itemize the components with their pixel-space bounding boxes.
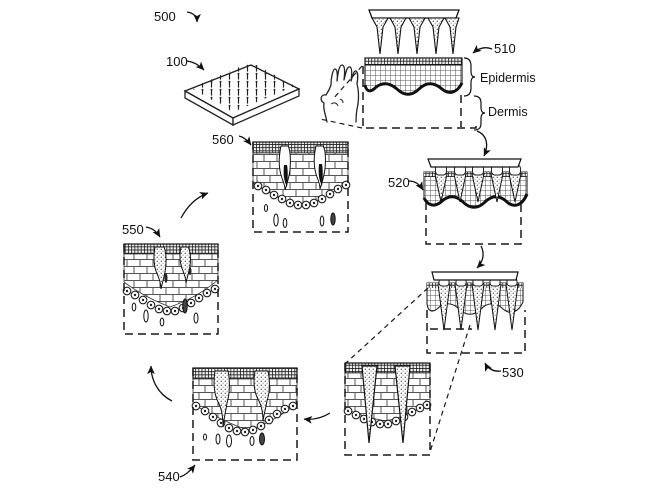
label-560-text: 560 (212, 132, 234, 147)
dermis-brace (473, 95, 486, 131)
dermis-dashed-box (425, 202, 522, 245)
callout-line-left (345, 287, 429, 364)
label-500-text: 500 (154, 9, 176, 24)
microneedle-array-patch-100: 100 (166, 54, 301, 127)
flow-arrow-magnified-540 (303, 412, 331, 424)
label-510-arrow (472, 44, 493, 54)
epidermis-wavy-base (422, 193, 529, 209)
flow-arrow-550-560 (180, 192, 209, 219)
dermis-dashed-box (362, 66, 477, 129)
empty-needle-channels (278, 145, 326, 191)
label-100-text: 100 (166, 54, 188, 69)
patch-right-edge (232, 88, 300, 126)
label-550-text: 550 (122, 222, 144, 237)
patch-backing-plate (427, 158, 522, 168)
label-530-arrow (484, 362, 502, 372)
hand-detail-lines (330, 98, 344, 107)
dashed-box (252, 142, 349, 233)
epidermis-wavy-base (363, 82, 464, 96)
stratum-corneum-band (252, 141, 349, 154)
callout-lines-530-to-magnified (345, 287, 471, 453)
diagram-540-dissolving: 540 (158, 367, 298, 484)
dissolving-needles (361, 365, 411, 444)
label-520-text: 520 (388, 175, 410, 190)
diagram-550-dissolved: 550 (122, 222, 220, 335)
magnified-dashed-box (344, 363, 431, 456)
dermis-label: Dermis (488, 105, 528, 119)
callout-lines-hand-to-510 (319, 65, 363, 129)
flow-arrow-540-550 (147, 365, 173, 402)
label-520-arrow (408, 180, 424, 191)
released-drug-droplets (131, 298, 199, 327)
epidermis-bricks (123, 253, 219, 308)
inserted-needles (434, 173, 522, 203)
dashed-box (192, 368, 298, 461)
label-100-arrow (186, 60, 205, 71)
label-540-text: 540 (158, 469, 180, 484)
callout-line-right (429, 324, 471, 453)
needle-array-needles (371, 17, 460, 55)
callout-line-bottom (319, 118, 363, 129)
label-550-arrow (145, 226, 161, 238)
dermis-dashed-box (426, 310, 526, 354)
label-510-text: 510 (494, 41, 516, 56)
diagram-530-patch-pressed: 530 (426, 271, 526, 380)
epidermis-brace (463, 57, 476, 97)
stratum-corneum-band (123, 243, 219, 255)
label-540-arrow (179, 464, 196, 478)
diagram-530-magnified (343, 362, 432, 456)
reference-label-500: 500 (154, 9, 201, 24)
epidermis-bricks (252, 152, 349, 208)
stratum-corneum-band (364, 57, 463, 66)
diagram-560-released: 560 (212, 132, 351, 233)
patch-backing-plate (431, 271, 519, 281)
diagram-520-patch-applied: 520 (388, 158, 529, 245)
diagram-510-skin-section: Epidermis Dermis 510 (362, 9, 536, 131)
needle-remnants (153, 246, 192, 290)
callout-line-top (332, 65, 363, 100)
label-500-arrow (186, 11, 201, 23)
dissolving-needle-bulbs (213, 370, 270, 428)
dashed-box (123, 244, 219, 335)
label-560-arrow (238, 135, 252, 146)
hand-outline (320, 64, 360, 123)
stratum-corneum-band (344, 362, 431, 374)
flow-arrow-510-520 (476, 130, 491, 157)
epidermis-bricks (192, 378, 298, 431)
released-drug-droplets (263, 204, 336, 228)
hand-icon (320, 64, 360, 123)
needle-array-plate (368, 9, 460, 19)
flow-arrow-520-530 (476, 245, 486, 269)
epidermis-label: Epidermis (480, 71, 536, 85)
stratum-corneum-band (192, 367, 298, 380)
released-drug-droplets (203, 432, 265, 448)
label-530-text: 530 (502, 365, 524, 380)
